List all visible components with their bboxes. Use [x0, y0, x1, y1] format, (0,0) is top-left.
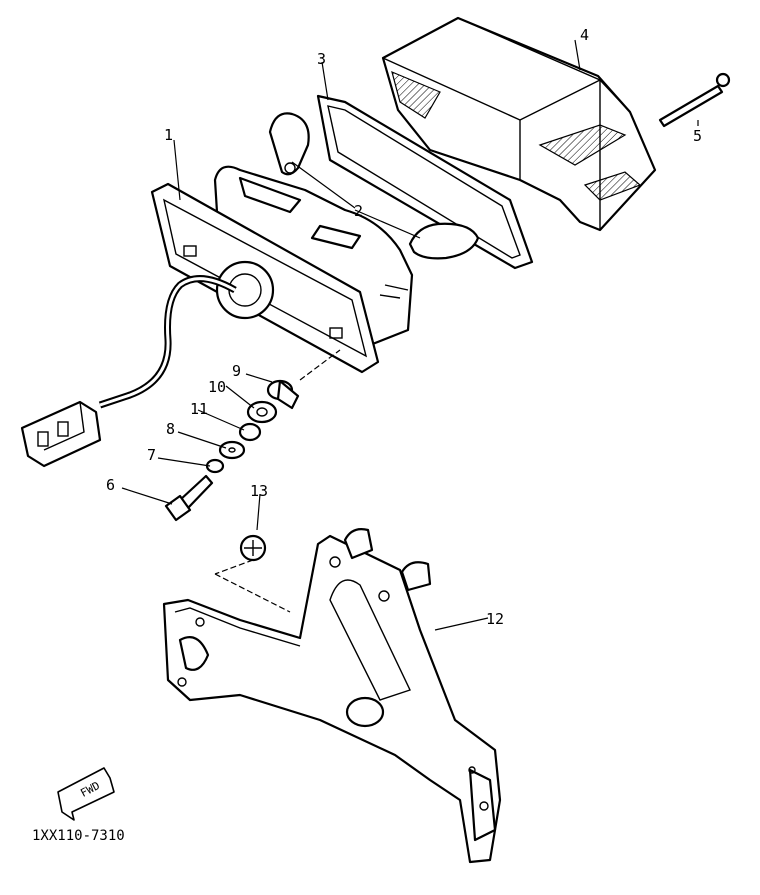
- wire-connector: [20, 400, 102, 468]
- callout-10: 10: [208, 378, 226, 396]
- washer-part-8: [218, 440, 246, 460]
- bulbs: [268, 112, 480, 260]
- wire-harness: [98, 275, 237, 409]
- tail-lamp-lens: [381, 16, 657, 232]
- lens-screw: [658, 72, 731, 128]
- bolt-part-6: [164, 474, 214, 522]
- washer-part-11: [238, 422, 262, 442]
- callout-7: 7: [147, 446, 156, 464]
- callout-12: 12: [486, 610, 504, 628]
- callout-numbers: 1 2 3 4 5 6 7 8 9 10 11 12 13: [106, 26, 702, 628]
- lens-gasket: [316, 94, 534, 270]
- nut-part-13: [239, 534, 267, 562]
- callout-5: 5: [693, 127, 702, 145]
- leader-lines: [121, 39, 699, 631]
- callout-9: 9: [232, 362, 241, 380]
- callout-1: 1: [164, 126, 173, 144]
- forward-arrow-icon: FWD: [57, 767, 115, 821]
- tail-lamp-bracket: [162, 528, 502, 864]
- grommet-part-9: [266, 379, 300, 410]
- callout-8: 8: [166, 420, 175, 438]
- callout-3: 3: [317, 50, 326, 68]
- catalog-code: 1XX110-7310: [32, 828, 125, 844]
- callout-13: 13: [250, 482, 268, 500]
- collar-part-10: [246, 400, 278, 424]
- callout-2: 2: [354, 202, 363, 220]
- callout-6: 6: [106, 476, 115, 494]
- callout-4: 4: [580, 26, 589, 44]
- callout-11: 11: [190, 400, 208, 418]
